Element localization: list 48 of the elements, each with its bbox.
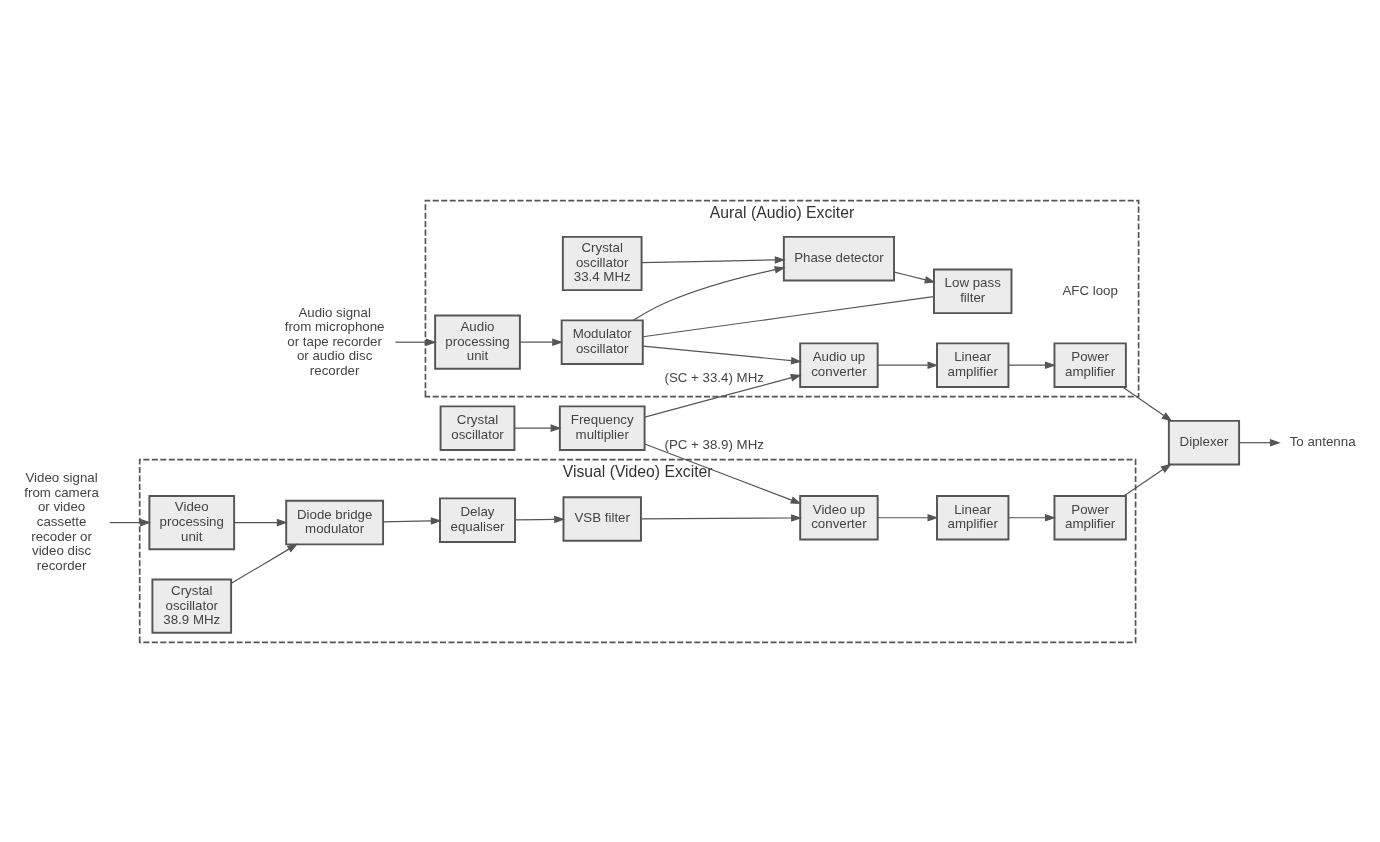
node-box: Delay equaliser <box>439 496 516 543</box>
arrow <box>642 345 802 364</box>
arrow <box>519 337 564 346</box>
arrow <box>233 518 288 526</box>
node-text: Video signal from camera or video cassette recoder or video disc recorder <box>24 469 99 573</box>
node-box: Power amplifier <box>1053 494 1127 540</box>
arrow <box>109 518 152 526</box>
arrow <box>514 515 566 523</box>
arrow <box>382 516 442 525</box>
node-box: Phase detector <box>782 235 895 281</box>
arrow <box>514 423 562 432</box>
edge-label: (PC + 38.9) MHz <box>664 436 764 451</box>
node-box: Crystal oscillator 38.9 MHz <box>151 578 233 634</box>
node-box: Video up converter <box>799 494 879 540</box>
arrow <box>640 513 802 522</box>
node-box: Frequency multiplier <box>558 404 646 451</box>
node-box: Video processing unit <box>148 494 236 550</box>
arrow <box>1238 438 1281 446</box>
arrow <box>644 373 802 418</box>
arrow <box>632 265 786 321</box>
node-box: VSB filter <box>562 495 642 542</box>
arrow <box>877 360 939 369</box>
node-box: Linear amplifier <box>936 341 1010 388</box>
arrow <box>1007 360 1056 369</box>
node-box: Diode bridge modulator <box>285 499 385 545</box>
arrow <box>641 255 786 264</box>
node-box: Power amplifier <box>1053 341 1127 388</box>
node-box: Crystal oscillator 33.4 MHz <box>561 235 643 291</box>
node-box: Linear amplifier <box>936 494 1010 540</box>
node-box: Audio processing unit <box>434 314 521 370</box>
node-text: Audio signal from microphone or tape recorder or audio disc recorder <box>284 304 385 378</box>
node-box: Crystal oscillator <box>439 404 516 451</box>
arrow <box>644 442 802 504</box>
arrow <box>1123 463 1172 496</box>
edge-label: (SC + 33.4) MHz <box>664 369 764 385</box>
node-box: Diplexer <box>1167 419 1241 465</box>
node-box: Audio up converter <box>799 341 879 388</box>
node-box: Modulator oscillator <box>560 318 644 365</box>
connector <box>642 295 935 337</box>
label: AFC loop <box>1062 282 1118 298</box>
arrow <box>877 513 939 522</box>
arrow <box>893 271 936 283</box>
node-text: To antenna <box>1289 433 1356 449</box>
arrow <box>1007 513 1056 522</box>
arrow <box>230 543 299 584</box>
node-box: Low pass filter <box>933 268 1013 314</box>
arrow <box>1122 386 1173 422</box>
arrow <box>394 337 437 346</box>
